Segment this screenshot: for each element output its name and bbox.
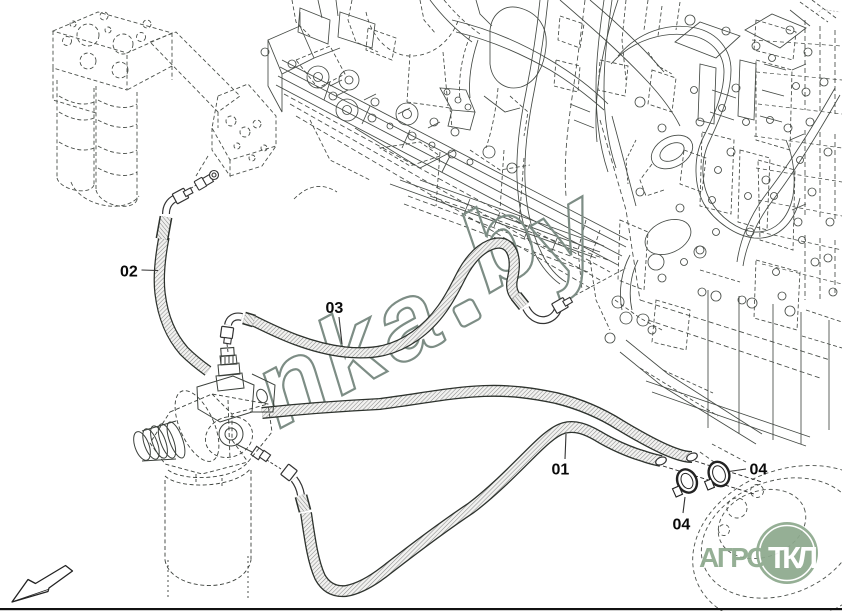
svg-text:04: 04 — [750, 462, 768, 479]
svg-text:01: 01 — [552, 462, 570, 479]
svg-text:ТКЛ: ТКЛ — [768, 540, 817, 575]
svg-text:АГРО: АГРО — [699, 542, 767, 573]
svg-text:04: 04 — [673, 517, 691, 534]
svg-text:02: 02 — [120, 264, 138, 281]
svg-text:03: 03 — [326, 300, 344, 317]
